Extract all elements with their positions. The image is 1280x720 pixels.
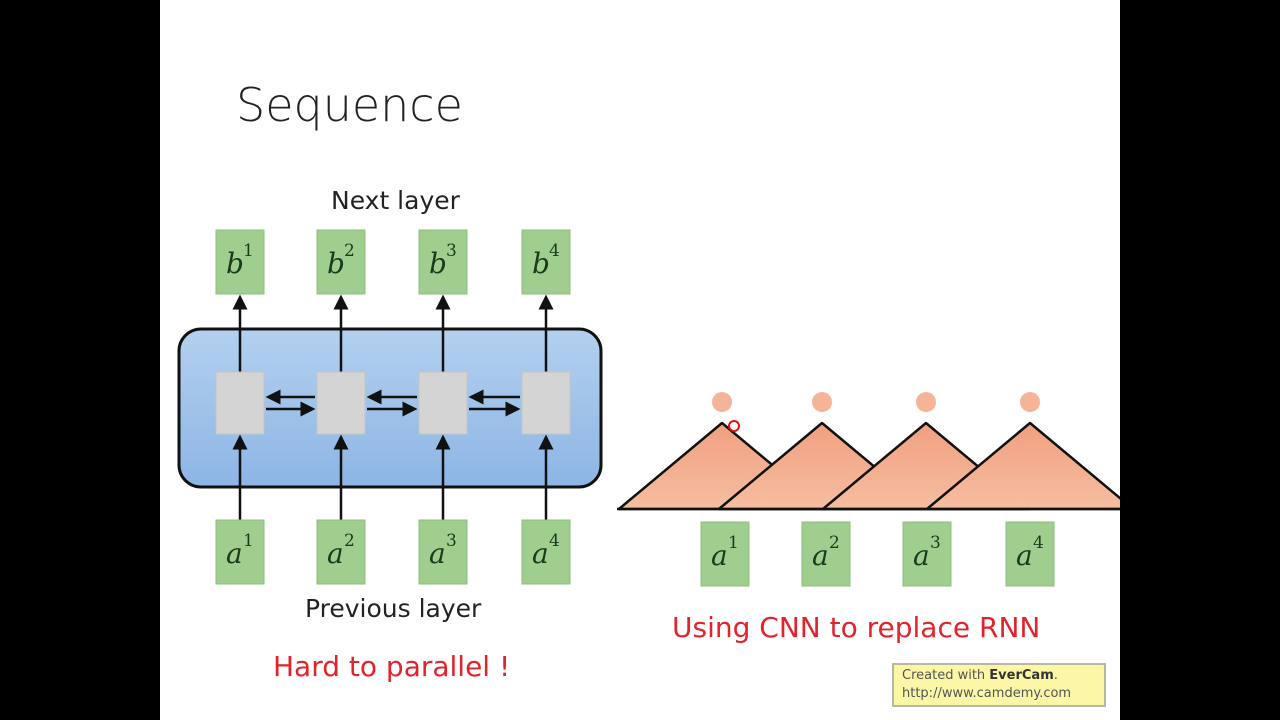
slide: Sequence Next layer Previous layer Hard … xyxy=(160,0,1120,720)
input-token-a3-symbol: a xyxy=(429,537,446,570)
input-token-a1-symbol: a xyxy=(226,537,243,570)
input-token-a3-superscript: 3 xyxy=(446,531,457,551)
rnn-cell xyxy=(521,371,571,435)
cnn-input-token-a3-superscript: 3 xyxy=(930,533,941,553)
cnn-input-token-a1-box xyxy=(700,521,750,587)
output-token-b2-symbol: b xyxy=(327,247,345,280)
output-token-b4-symbol: b xyxy=(532,247,550,280)
cnn-output-node xyxy=(916,392,936,412)
input-token-a1-superscript: 1 xyxy=(243,531,254,551)
cnn-input-token-a2-superscript: 2 xyxy=(829,533,840,553)
output-token-b4-box xyxy=(521,229,571,295)
cnn-output-node xyxy=(712,392,732,412)
output-token-b1-box xyxy=(215,229,265,295)
input-token-a2-box xyxy=(316,519,366,585)
input-token-a2-symbol: a xyxy=(327,537,344,570)
input-token-a3-box xyxy=(418,519,468,585)
output-token-b1-symbol: b xyxy=(226,247,244,280)
cnn-input-token-a2-symbol: a xyxy=(812,539,829,572)
watermark-brand: EverCam xyxy=(989,668,1054,683)
cnn-input-token-a4-superscript: 4 xyxy=(1033,533,1044,553)
cnn-input-token-a1-superscript: 1 xyxy=(728,533,739,553)
cnn-input-token-a2-box xyxy=(801,521,851,587)
cnn-input-token-a3-symbol: a xyxy=(913,539,930,572)
previous-layer-label: Previous layer xyxy=(305,594,482,623)
input-token-a1-box xyxy=(215,519,265,585)
evercam-watermark: Created with EverCam. http://www.camdemy… xyxy=(892,663,1106,707)
next-layer-label: Next layer xyxy=(331,186,460,215)
cnn-input-token-a3-box xyxy=(902,521,952,587)
watermark-suffix: . xyxy=(1053,668,1058,683)
output-token-b3-superscript: 3 xyxy=(446,241,457,261)
mouse-cursor-indicator xyxy=(728,420,740,432)
rnn-caption: Hard to parallel ! xyxy=(273,650,511,683)
rnn-cell xyxy=(316,371,366,435)
slide-title: Sequence xyxy=(236,78,463,132)
output-token-b3-box xyxy=(418,229,468,295)
rnn-cell xyxy=(215,371,265,435)
output-token-b3-symbol: b xyxy=(429,247,447,280)
watermark-url: http://www.camdemy.com xyxy=(902,686,1072,701)
output-token-b2-superscript: 2 xyxy=(344,241,355,261)
output-token-b1-superscript: 1 xyxy=(243,241,254,261)
cnn-output-node xyxy=(812,392,832,412)
cnn-input-token-a4-symbol: a xyxy=(1016,539,1033,572)
watermark-prefix: Created with xyxy=(902,668,990,683)
cnn-input-token-a1-symbol: a xyxy=(711,539,728,572)
output-token-b4-superscript: 4 xyxy=(549,241,560,261)
input-token-a4-box xyxy=(521,519,571,585)
input-token-a2-superscript: 2 xyxy=(344,531,355,551)
rnn-cell xyxy=(418,371,468,435)
output-token-b2-box xyxy=(316,229,366,295)
cnn-caption: Using CNN to replace RNN xyxy=(672,611,1041,644)
input-token-a4-superscript: 4 xyxy=(549,531,560,551)
cnn-output-node xyxy=(1020,392,1040,412)
input-token-a4-symbol: a xyxy=(532,537,549,570)
cnn-input-token-a4-box xyxy=(1005,521,1055,587)
